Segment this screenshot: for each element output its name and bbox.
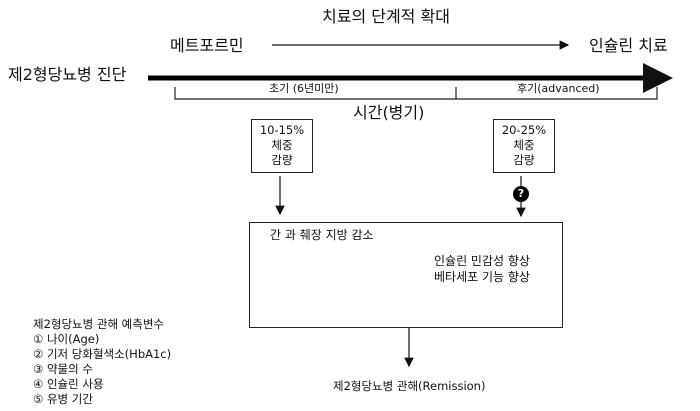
late-weight-word2: 감량	[513, 153, 535, 167]
late-bracket	[456, 87, 658, 100]
predictor-item: ② 기저 당화혈색소(HbA1c)	[33, 347, 172, 361]
late-weight-loss-box: 20-25% 체중 감량	[493, 119, 555, 173]
early-weight-loss-box: 10-15% 체중 감량	[251, 119, 313, 173]
metformin-label: 메트포르민	[170, 36, 244, 55]
insulin-sensitivity-label: 인슐린 민감성 향상	[434, 254, 530, 268]
predictor-item: ③ 약물의 수	[33, 362, 93, 376]
time-axis-label: 시간(병기)	[353, 103, 425, 122]
mechanism-title: 간 과 췌장 지방 감소	[270, 228, 374, 242]
predictors-title: 제2형당뇨병 관해 예측변수	[33, 317, 165, 331]
late-period-label: 후기(advanced)	[517, 82, 600, 95]
escalation-title: 치료의 단계적 확대	[322, 7, 450, 26]
insulin-label: 인슐린 치료	[589, 36, 668, 55]
predictor-item: ① 나이(Age)	[33, 332, 100, 346]
mechanism-box	[249, 222, 563, 328]
early-weight-percent: 10-15%	[259, 123, 305, 137]
remission-label: 제2형당뇨병 관해(Remission)	[333, 379, 486, 393]
late-weight-word1: 체중	[513, 138, 535, 152]
early-weight-word2: 감량	[271, 153, 293, 167]
question-mark-icon: ?	[513, 186, 529, 202]
predictors-list: 제2형당뇨병 관해 예측변수 ① 나이(Age) ② 기저 당화혈색소(HbA1…	[33, 317, 171, 407]
predictor-item: ⑤ 유병 기간	[33, 392, 93, 406]
diagnosis-label: 제2형당뇨병 진단	[8, 65, 127, 84]
early-weight-word1: 체중	[271, 138, 293, 152]
beta-cell-function-label: 베타세포 기능 향상	[434, 270, 530, 284]
predictor-item: ④ 인슐린 사용	[33, 377, 104, 391]
late-weight-percent: 20-25%	[501, 123, 547, 137]
early-period-label: 초기 (6년미만)	[269, 82, 339, 95]
early-bracket	[174, 87, 457, 100]
